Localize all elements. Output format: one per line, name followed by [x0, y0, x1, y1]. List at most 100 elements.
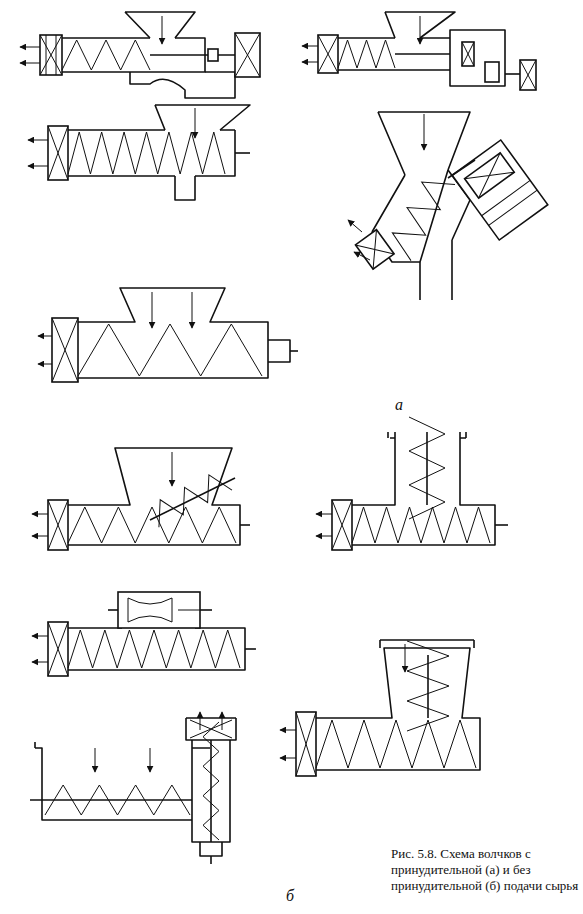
drawing-stroke [452, 140, 548, 240]
auger-flight [45, 785, 190, 815]
drawing-stroke [155, 105, 250, 130]
drawing-stroke [210, 740, 212, 842]
figure-part-letter: б [286, 888, 294, 904]
grinder-a4 [348, 112, 548, 300]
drawing-stroke [520, 60, 536, 90]
drawing-stroke [235, 33, 260, 77]
drawing-stroke [68, 130, 235, 176]
drawing-stroke [208, 49, 218, 61]
auger-flight [62, 40, 150, 70]
drawing-stroke [48, 126, 68, 180]
drawing-stroke [35, 742, 210, 820]
drawing-stroke [222, 712, 223, 730]
grinder-a3 [28, 105, 250, 200]
drawing-stroke [332, 500, 352, 550]
drawing-stroke [405, 644, 406, 672]
drawing-stroke [200, 842, 222, 856]
drawing-stroke [48, 126, 68, 180]
grinder-a2 [302, 12, 536, 90]
drawing-stroke [40, 35, 62, 75]
drawing-stroke [338, 38, 450, 70]
drawing-stroke [20, 63, 40, 64]
drawing-stroke [280, 758, 296, 759]
drawing-stroke [200, 609, 212, 611]
drawing-stroke [150, 748, 151, 772]
drawing-stroke [332, 500, 352, 550]
grinder-a1 [20, 12, 260, 98]
auger-flight [68, 507, 236, 543]
auger-flight [316, 720, 476, 768]
grinder-a5 [38, 288, 298, 382]
drawing-stroke [348, 220, 362, 232]
drawing-stroke [38, 336, 52, 337]
drawing-stroke [296, 712, 316, 776]
drawing-stroke [108, 609, 118, 611]
auger-flight [203, 722, 219, 840]
drawing-stroke [355, 230, 394, 270]
drawing-stroke [378, 112, 470, 175]
drawing-stroke [48, 622, 68, 676]
auger-flight [338, 40, 395, 68]
drawing-stroke [52, 318, 78, 382]
drawing-stroke [520, 60, 536, 90]
drawing-stroke [150, 54, 235, 56]
drawing-stroke [192, 292, 193, 328]
drawing-stroke [495, 524, 508, 526]
drawing-stroke [20, 47, 40, 48]
drawing-stroke [195, 108, 196, 138]
drawing-stroke [280, 730, 296, 731]
auger-flights [45, 40, 490, 840]
drawing-stroke [395, 53, 450, 55]
auger-flight [78, 324, 262, 376]
drawing-stroke [245, 648, 256, 650]
drawing-stroke [32, 662, 48, 663]
drawing-stroke [424, 114, 425, 150]
drawing-stroke [78, 288, 268, 378]
drawing-stroke [462, 42, 474, 66]
grinder-b5 [30, 712, 236, 864]
drawing-stroke [162, 16, 163, 44]
auger-flight [385, 169, 455, 260]
drawing-stroke [302, 62, 318, 63]
drawing-stroke [235, 33, 260, 77]
drawing-stroke [355, 230, 394, 270]
drawing-stroke [52, 318, 78, 382]
drawing-stroke [316, 648, 480, 770]
auger-flight [409, 417, 445, 519]
drawing-stroke [240, 524, 250, 526]
drawing-stroke [40, 35, 62, 75]
drawing-stroke [318, 35, 338, 73]
drawing-stroke [128, 598, 200, 622]
drawing-stroke [316, 536, 332, 537]
drawing-stroke [118, 592, 200, 628]
drawing-stroke [200, 712, 201, 730]
drawing-stroke [32, 514, 48, 515]
grinder-b4 [280, 640, 480, 776]
drawing-stroke [152, 292, 153, 328]
drawing-stroke [352, 432, 495, 545]
drawing-stroke [316, 514, 332, 515]
drawing-stroke [458, 148, 537, 225]
drawing-stroke [296, 712, 316, 776]
drawing-stroke [68, 628, 245, 670]
drawing-stroke [485, 62, 499, 82]
figure-part-letter: а [395, 397, 403, 413]
drawing-stroke [48, 500, 68, 550]
auger-flight [407, 641, 449, 731]
drawing-stroke [192, 740, 230, 842]
drawing-stroke [28, 166, 48, 167]
grinder-b1 [32, 448, 250, 550]
drawing-stroke [172, 452, 173, 486]
drawing-stroke [38, 364, 52, 365]
drawing-stroke [318, 35, 338, 73]
drawing-stroke [452, 140, 548, 240]
drawing-stroke [68, 448, 240, 545]
auger-flight [68, 630, 240, 668]
drawing-stroke [28, 140, 48, 141]
drawing-stroke [48, 622, 68, 676]
grinder-b3 [32, 592, 256, 676]
drawing-stroke [175, 176, 195, 200]
drawing-stroke [302, 46, 318, 47]
auger-flight [352, 507, 490, 543]
